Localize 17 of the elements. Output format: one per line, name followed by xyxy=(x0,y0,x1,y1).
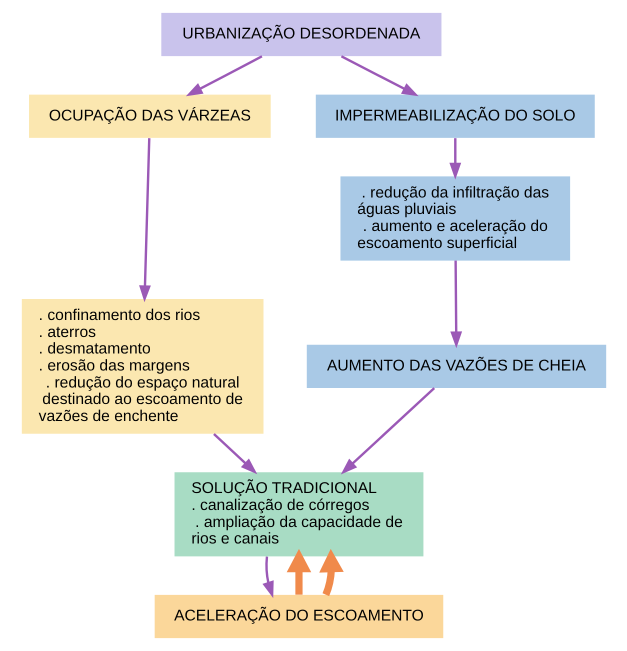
arrow xyxy=(286,548,311,595)
arrow xyxy=(448,138,461,180)
node-box: . confinamento dos rios . aterros . desmatamento . erosão das margens . redução do espaço natural destinado ao escoamento de vazões de enchente xyxy=(21,299,263,434)
arrow xyxy=(185,55,262,96)
node-box: AUMENTO DAS VAZÕES DE CHEIA xyxy=(306,344,606,388)
arrow xyxy=(340,55,418,96)
node-box: URBANIZAÇÃO DESORDENADA xyxy=(160,12,441,56)
arrow xyxy=(262,556,274,598)
node-box: ACELERAÇÃO DO ESCOAMENTO xyxy=(154,594,443,638)
node-box: IMPERMEABILIZAÇÃO DO SOLO xyxy=(315,94,594,138)
arrow xyxy=(138,138,150,302)
node-box: . redução da infiltração das águas pluviais . aumento e aceleração do escoamento superficial xyxy=(340,176,570,261)
arrow xyxy=(212,433,257,474)
arrow xyxy=(450,260,462,348)
arrow xyxy=(340,387,435,474)
node-box: OCUPAÇÃO DAS VÁRZEAS xyxy=(28,94,270,138)
node-box: SOLUÇÃO TRADICIONAL . canalização de córregos . ampliação da capacidade de rios e canais xyxy=(174,472,423,556)
